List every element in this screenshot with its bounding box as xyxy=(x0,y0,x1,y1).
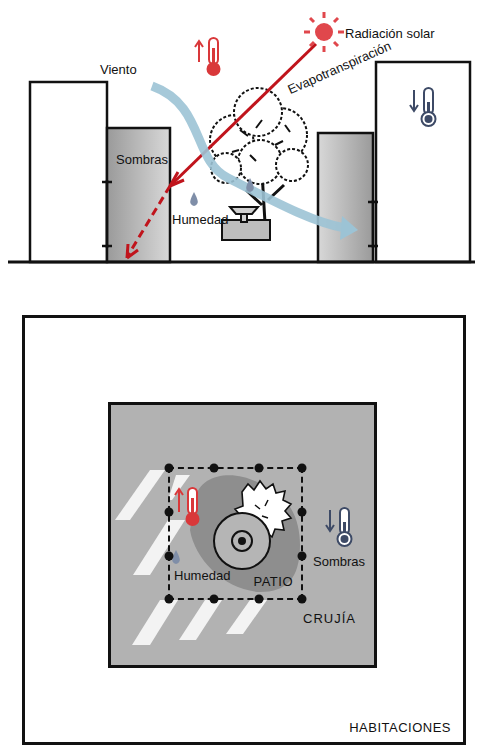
evapo-label: Evapotranspiración xyxy=(285,36,394,98)
wind-arrow xyxy=(152,86,345,228)
sun xyxy=(304,12,344,52)
solar-ray-dashed xyxy=(127,186,170,257)
area-name: CRUJÍA xyxy=(303,612,356,627)
label-text: Sombras xyxy=(116,152,168,167)
water-drop xyxy=(190,192,198,206)
building-shaded xyxy=(318,133,373,262)
thermometer-cold xyxy=(326,508,352,546)
building xyxy=(30,82,107,262)
sun-label: Radiación solar xyxy=(345,24,435,42)
window-marks xyxy=(102,180,378,248)
area-name: HABITACIONES xyxy=(349,721,451,736)
area-name: PATIO xyxy=(253,575,293,590)
label-text: Evapotranspiración xyxy=(285,38,393,97)
pillar-dots xyxy=(165,464,307,604)
arrowhead xyxy=(127,244,138,258)
label-text: Humedad xyxy=(174,568,230,583)
crujia-gallery: CRUJÍA PATIO xyxy=(108,402,377,668)
water-drop xyxy=(246,178,254,192)
label-text: Radiación solar xyxy=(345,26,435,41)
fountain xyxy=(230,207,258,222)
arrowhead xyxy=(170,172,184,186)
building-shaded xyxy=(107,128,170,262)
label-text: Viento xyxy=(100,62,137,77)
wind-label: Viento xyxy=(100,60,137,78)
arrowhead xyxy=(340,216,358,240)
thermometer-hot xyxy=(175,488,200,526)
humidity-label: Humedad xyxy=(174,566,230,584)
room-ring: HABITACIONES CRUJÍA PATIO xyxy=(22,315,466,745)
shade-label: Sombras xyxy=(116,150,168,168)
thermometer-cold xyxy=(410,88,436,126)
label-text: Humedad xyxy=(172,212,228,227)
ground-line xyxy=(8,261,475,264)
crujia-fill xyxy=(108,402,377,668)
thermometer-hot xyxy=(195,38,221,76)
shade-label: Sombras xyxy=(313,552,365,570)
building xyxy=(376,62,470,262)
humidity-label: Humedad xyxy=(172,210,228,228)
label-text: Sombras xyxy=(313,554,365,569)
fountain-plan xyxy=(214,513,270,569)
